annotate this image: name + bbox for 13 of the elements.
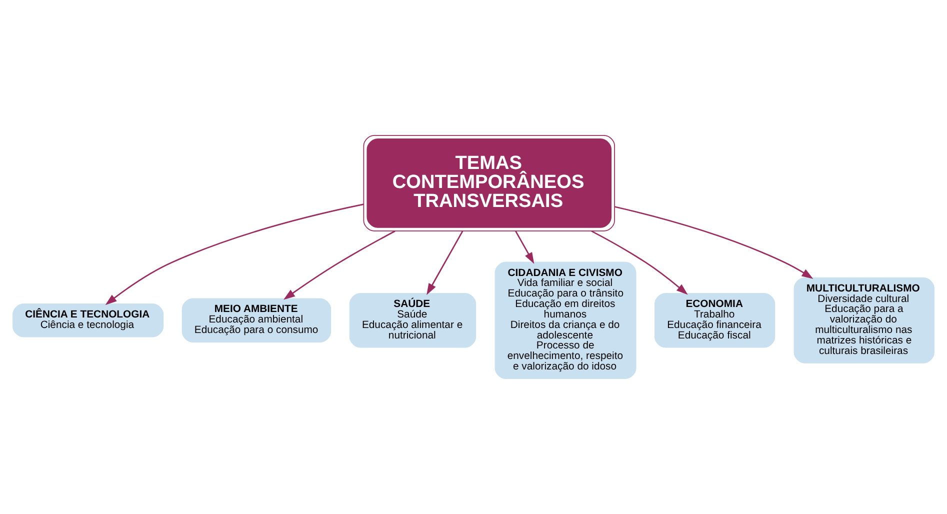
node-box: MULTICULTURALISMO Diversidade cultural Educação para a valorização do multiculturalismo nas matrizes históricas e culturais brasileiras xyxy=(794,277,934,364)
node-box: CIDADANIA E CIVISMO Vida familiar e social Educação para o trânsito Educação em direitos humanos Direitos da criança e do adolescente Processo de envelhecimento, respeito e valorização do idoso xyxy=(494,262,636,379)
arrow xyxy=(515,230,534,264)
node-box: TEMAS CONTEMPORÂNEOS TRANSVERSAIS xyxy=(363,135,615,232)
arrow xyxy=(426,230,464,295)
node-box: SAÚDE Saúde Educação alimentar e nutricional xyxy=(349,293,476,348)
arrow xyxy=(591,230,688,295)
arrow xyxy=(284,230,396,300)
node-box: CIÊNCIA E TECNOLOGIA Ciência e tecnologia xyxy=(12,303,164,338)
arrow xyxy=(105,204,364,306)
arrow xyxy=(614,206,814,279)
node-box: ECONOMIA Trabalho Educação financeira Educação fiscal xyxy=(654,293,776,348)
node-box: MEIO AMBIENTE Educação ambiental Educação para o consumo xyxy=(182,298,332,342)
